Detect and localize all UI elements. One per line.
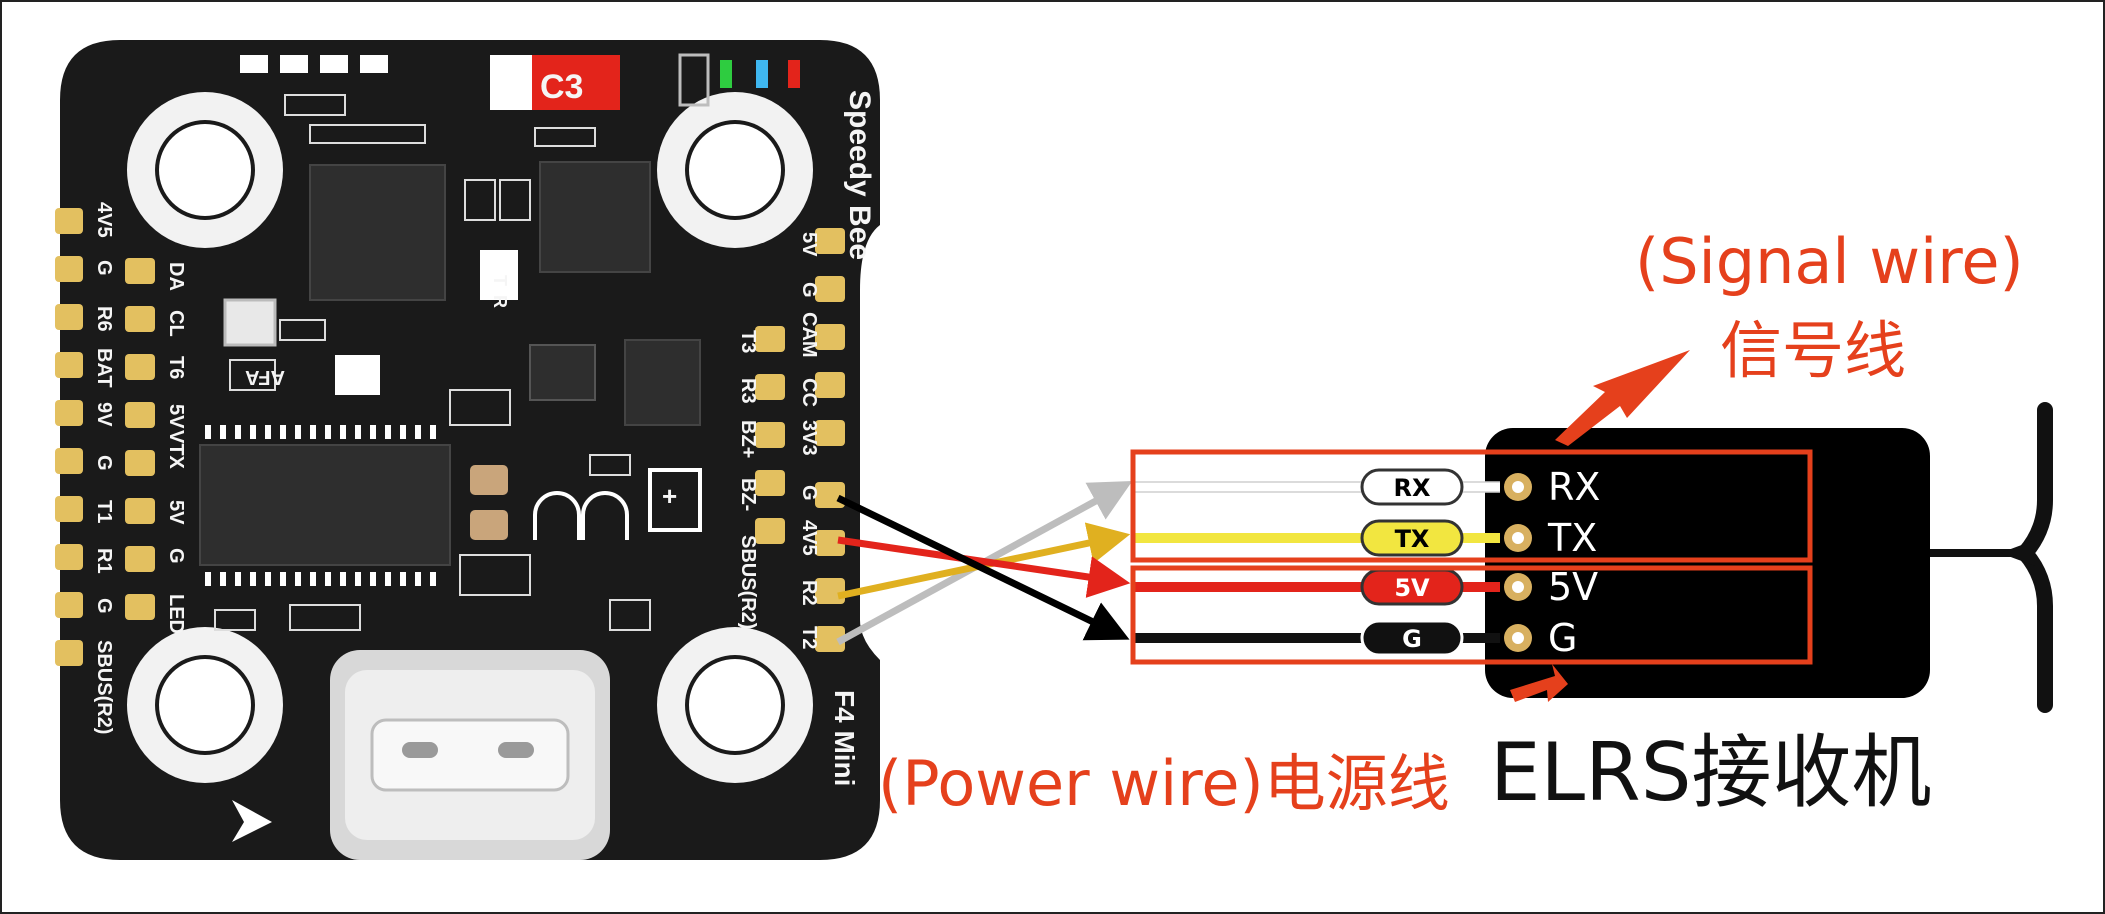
- led-green: [720, 60, 732, 88]
- elrs-receiver: [1485, 402, 2053, 713]
- wire-tag-rx: RX: [1360, 468, 1464, 506]
- pad-label: DA: [165, 262, 187, 291]
- pad-label: VTX: [165, 430, 187, 470]
- signal-wire-label-en: (Signal wire): [1635, 225, 2024, 298]
- pad-label: 5V: [165, 500, 187, 525]
- r-label: R: [490, 295, 510, 308]
- pad-label: 3V3: [798, 420, 820, 456]
- pad-label: T3: [737, 330, 759, 353]
- flight-controller-board: C3 +: [55, 40, 880, 860]
- receiver-title: ELRS接收机: [1490, 726, 1931, 819]
- signal-wire-label-cn: 信号线: [1720, 314, 1906, 387]
- usb-c-port: [330, 650, 610, 860]
- power-annotation-arrow: [1510, 664, 1568, 702]
- ic-chip: [539, 161, 651, 273]
- pad-label: R3: [737, 378, 759, 404]
- mounting-hole: [127, 92, 283, 248]
- brand-label: Speedy Bee: [843, 90, 876, 260]
- power-wire-highlight: [1130, 565, 1813, 665]
- svg-text:+: +: [662, 481, 677, 511]
- ic-chip: [624, 339, 701, 426]
- pad-label: CAM: [798, 312, 820, 358]
- pad-label: G: [93, 260, 115, 276]
- left-pads-inner: DA CL T6 5V VTX 5V G LED: [125, 258, 187, 634]
- receiver-pin-label: TX: [1547, 516, 1597, 560]
- right-pads-inner: T3 R3 BZ+ BZ- SBUS(R2): [737, 326, 785, 629]
- receiver-pin-label: G: [1548, 616, 1577, 660]
- receiver-pin-label: RX: [1548, 465, 1600, 509]
- receiver-solder-pads: [1504, 473, 1532, 652]
- pad-label: BZ-: [737, 478, 759, 511]
- pad-label: T2: [798, 626, 820, 649]
- pad-label: G: [165, 548, 187, 564]
- pad-label: G: [798, 485, 820, 501]
- pad-label: 5V: [165, 404, 187, 429]
- pad-label: T1: [93, 500, 115, 523]
- pad-label: SBUS(R2): [93, 640, 115, 734]
- right-pads-outer: 5V G CAM CC 3V3 G 4V5 R2 T2: [798, 228, 845, 652]
- pad-label: 9V: [93, 402, 115, 427]
- mcu-chip: [309, 164, 446, 301]
- t-label: T: [490, 275, 510, 286]
- connection-arrows: [836, 480, 1133, 646]
- model-label: F4 Mini: [829, 690, 860, 786]
- wire-tag-label: TX: [1395, 525, 1430, 553]
- arrow-g-to-g: [836, 494, 1130, 641]
- chip-c3-label: C3: [540, 68, 583, 106]
- pad-label: G: [93, 598, 115, 614]
- pad-label: R1: [93, 548, 115, 574]
- power-wire-label: (Power wire)电源线: [878, 747, 1450, 820]
- wire-tag-g: G: [1360, 619, 1464, 657]
- speedybee-logo-icon: [232, 800, 272, 842]
- pad-label: CC: [798, 378, 820, 407]
- pad-label: G: [798, 282, 820, 298]
- pad-label: BAT: [93, 348, 115, 388]
- mounting-hole: [657, 92, 813, 248]
- arrow-4v5-to-5v: [837, 536, 1131, 598]
- pad-label: SBUS(R2): [737, 535, 759, 629]
- wire-tag-label: RX: [1394, 474, 1431, 502]
- pad-label: 5V: [798, 232, 820, 257]
- mounting-hole: [657, 627, 813, 783]
- boot-button: [648, 468, 702, 532]
- pad-label: CL: [165, 310, 187, 337]
- osd-chip: [199, 444, 451, 566]
- wire-tag-tx: TX: [1360, 519, 1464, 557]
- wire-tag-label: G: [1402, 625, 1422, 653]
- pad-label: G: [93, 455, 115, 471]
- led-blue: [756, 60, 768, 88]
- mounting-hole: [127, 627, 283, 783]
- barometer-chip: [223, 298, 277, 347]
- wire-tag-label: 5V: [1394, 574, 1430, 602]
- left-pads-outer: 4V5 G R6 BAT 9V G T1 R1 G SBUS(R2): [55, 202, 115, 734]
- pad-label: 4V5: [93, 202, 115, 238]
- afa-label: AFA: [245, 366, 285, 388]
- led-red: [788, 60, 800, 88]
- pad-label: R2: [798, 580, 820, 606]
- chip-c3: C3: [490, 55, 620, 110]
- signal-annotation-arrow: [1555, 350, 1690, 446]
- pad-label: 4V5: [798, 520, 820, 556]
- pad-label: LED: [165, 594, 187, 634]
- pad-label: T6: [165, 356, 187, 379]
- pad-label: R6: [93, 306, 115, 332]
- signal-wire-highlight: [1130, 449, 1813, 563]
- receiver-pin-label: 5V: [1548, 565, 1598, 609]
- pad-label: BZ+: [737, 420, 759, 458]
- wire-tag-5v: 5V: [1360, 568, 1464, 606]
